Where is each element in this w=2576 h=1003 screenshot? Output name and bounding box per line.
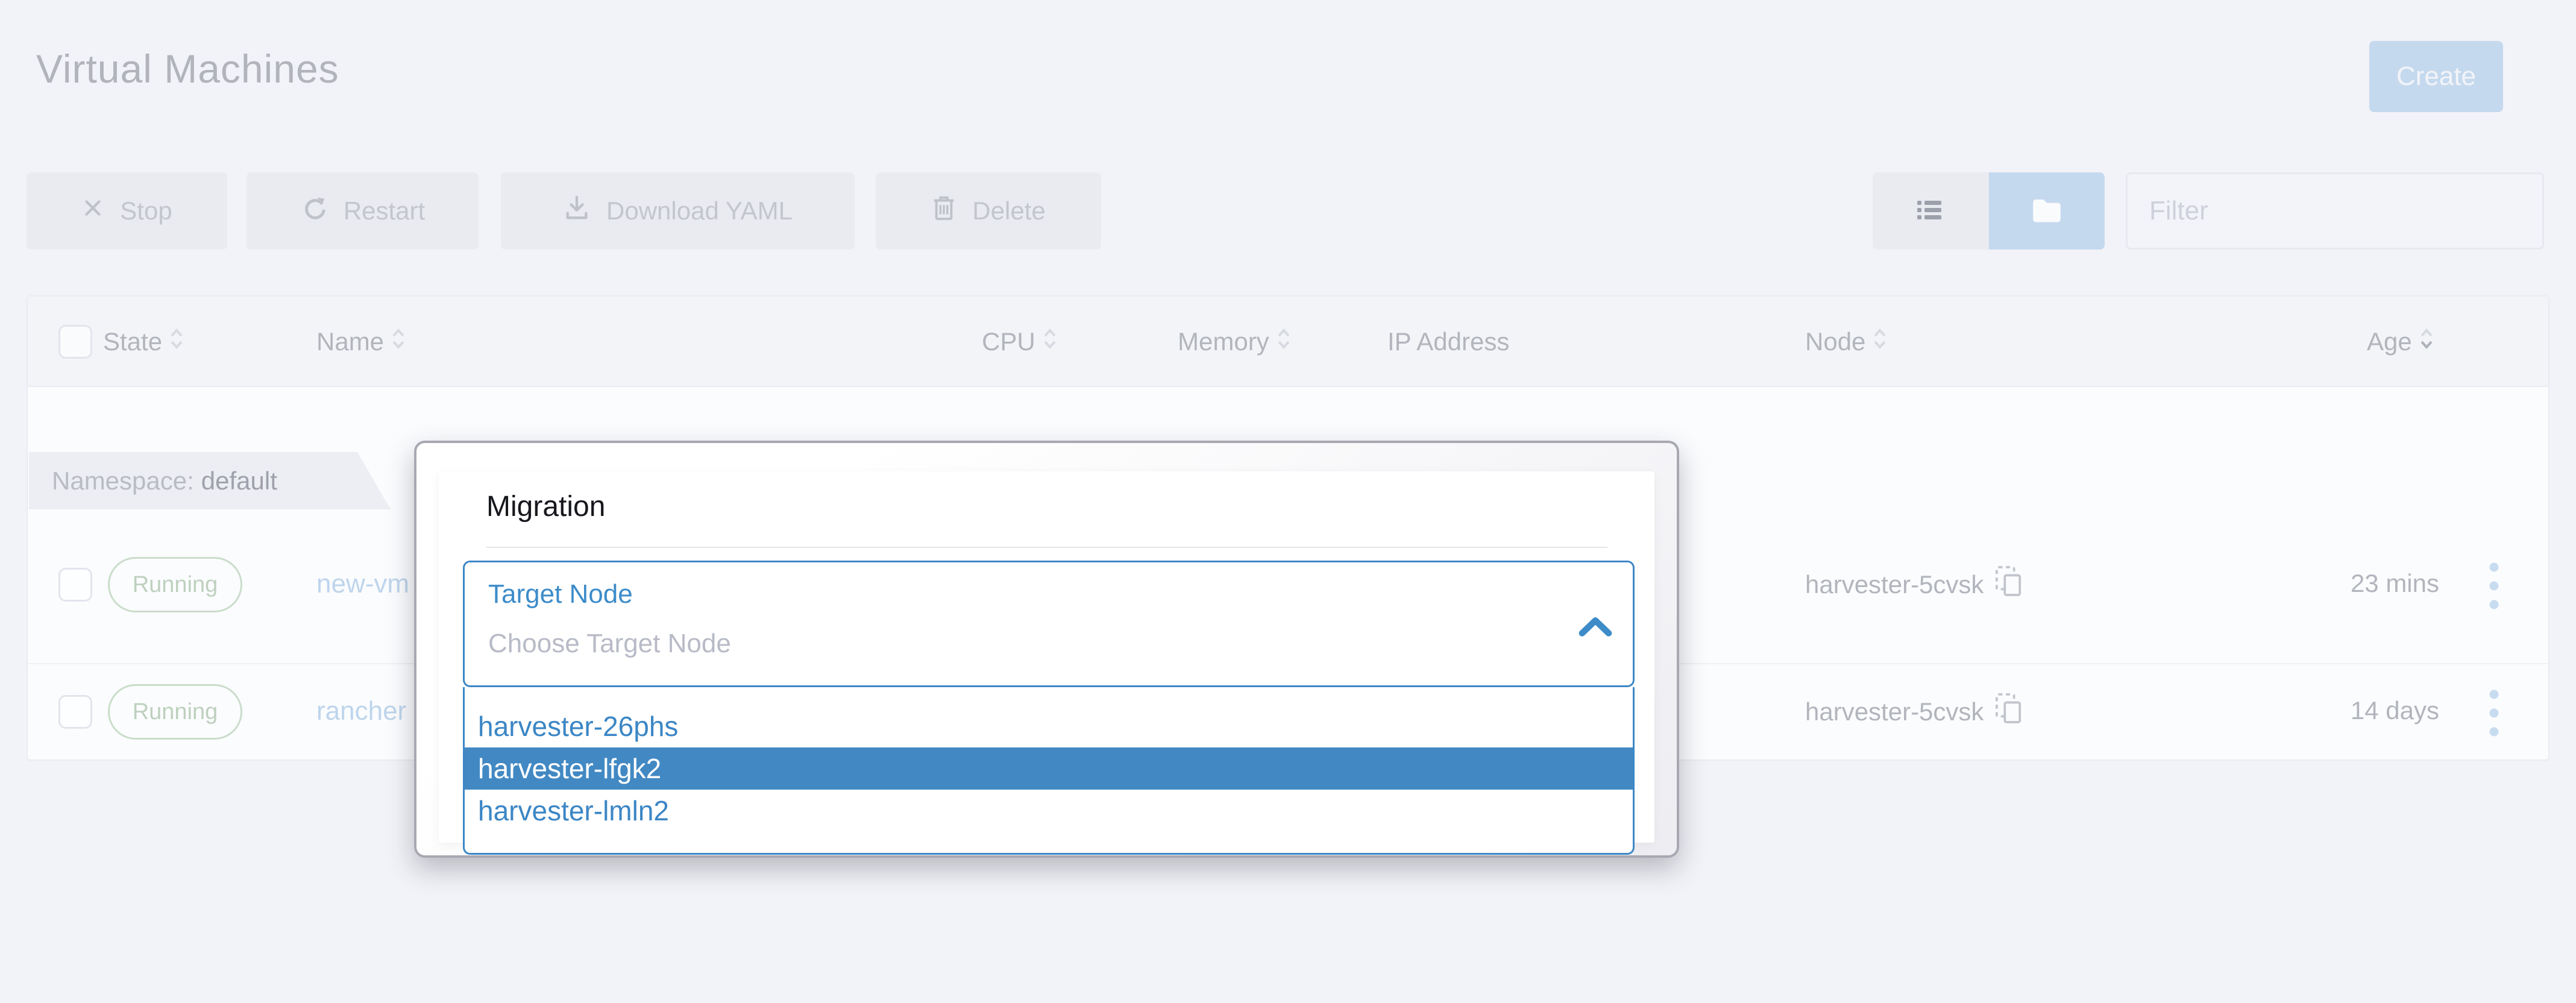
select-all-checkbox[interactable] (58, 325, 92, 359)
list-view-button[interactable] (1873, 172, 1989, 250)
option-harvester-26phs[interactable]: harvester-26phs (478, 711, 679, 742)
modal-divider (486, 547, 1607, 548)
column-header-age[interactable]: Age (2367, 324, 2434, 360)
status-badge: Running (108, 684, 242, 740)
migration-modal: Migration Target Node Choose Target Node… (414, 441, 1679, 858)
column-header-ip-address[interactable]: IP Address (1387, 324, 1509, 360)
download-yaml-label: Download YAML (606, 197, 793, 225)
vm-name-link[interactable]: rancher (316, 696, 407, 726)
row-checkbox[interactable] (58, 695, 92, 729)
download-yaml-button[interactable]: Download YAML (501, 172, 855, 250)
filter-input[interactable] (2126, 172, 2544, 250)
trash-icon (931, 194, 957, 228)
sort-arrows-icon (1873, 327, 1887, 357)
sort-arrows-icon (169, 327, 184, 357)
modal-title: Migration (486, 491, 606, 523)
column-label: Age (2367, 327, 2412, 356)
namespace-label: Namespace: (52, 466, 194, 495)
target-node-label: Target Node (488, 579, 633, 609)
target-node-placeholder: Choose Target Node (488, 629, 731, 658)
chevron-up-icon (1575, 612, 1616, 644)
namespace-value: default (201, 466, 277, 495)
restart-label: Restart (343, 197, 426, 225)
stop-button[interactable]: Stop (27, 172, 227, 250)
stop-label: Stop (120, 197, 172, 225)
folder-icon (2032, 197, 2062, 225)
vm-name-link[interactable]: new-vm (316, 569, 410, 599)
column-header-state[interactable]: State (103, 324, 184, 360)
view-toggle (1873, 172, 2105, 250)
column-label: Node (1805, 327, 1866, 356)
list-icon (1915, 197, 1946, 226)
column-label: CPU (982, 327, 1035, 356)
create-button[interactable]: Create (2369, 41, 2503, 112)
row-actions-kebab-icon[interactable] (2482, 688, 2506, 738)
column-header-node[interactable]: Node (1805, 324, 1887, 360)
node-cell: harvester-5cvsk (1805, 689, 2023, 735)
x-icon (81, 197, 104, 225)
sort-arrows-icon (1043, 327, 1057, 357)
node-cell: harvester-5cvsk (1805, 562, 2023, 608)
option-harvester-lmln2[interactable]: harvester-lmln2 (478, 795, 669, 826)
node-name: harvester-5cvsk (1805, 570, 1984, 599)
sort-arrows-icon (1277, 327, 1291, 357)
download-icon (563, 194, 591, 228)
age-cell: 14 days (2350, 696, 2439, 725)
refresh-icon (300, 194, 328, 228)
column-label: State (103, 327, 163, 356)
grouped-view-button[interactable] (1988, 172, 2105, 250)
option-harvester-lfgk2[interactable]: harvester-lfgk2 (465, 747, 1633, 790)
sort-arrows-icon (2419, 327, 2434, 357)
age-cell: 23 mins (2350, 569, 2439, 597)
column-header-memory[interactable]: Memory (1178, 324, 1291, 360)
column-label: Name (316, 327, 385, 356)
page-title: Virtual Machines (36, 46, 339, 91)
row-checkbox[interactable] (58, 568, 92, 602)
column-header-cpu[interactable]: CPU (982, 324, 1057, 360)
column-label: IP Address (1387, 327, 1510, 356)
delete-label: Delete (972, 197, 1046, 225)
node-name: harvester-5cvsk (1805, 697, 1984, 726)
column-label: Memory (1178, 327, 1269, 356)
column-header-name[interactable]: Name (316, 324, 406, 360)
status-badge: Running (108, 557, 242, 612)
row-actions-kebab-icon[interactable] (2482, 561, 2506, 611)
restart-button[interactable]: Restart (247, 172, 479, 250)
delete-button[interactable]: Delete (876, 172, 1101, 250)
copy-icon[interactable] (1994, 692, 2023, 732)
namespace-group-row: Namespace: default (29, 452, 391, 509)
target-node-select[interactable]: Target Node Choose Target Node (463, 561, 1635, 687)
target-node-option-list: harvester-26phs harvester-lfgk2 harveste… (463, 687, 1635, 855)
sort-arrows-icon (391, 327, 406, 357)
copy-icon[interactable] (1994, 565, 2023, 605)
